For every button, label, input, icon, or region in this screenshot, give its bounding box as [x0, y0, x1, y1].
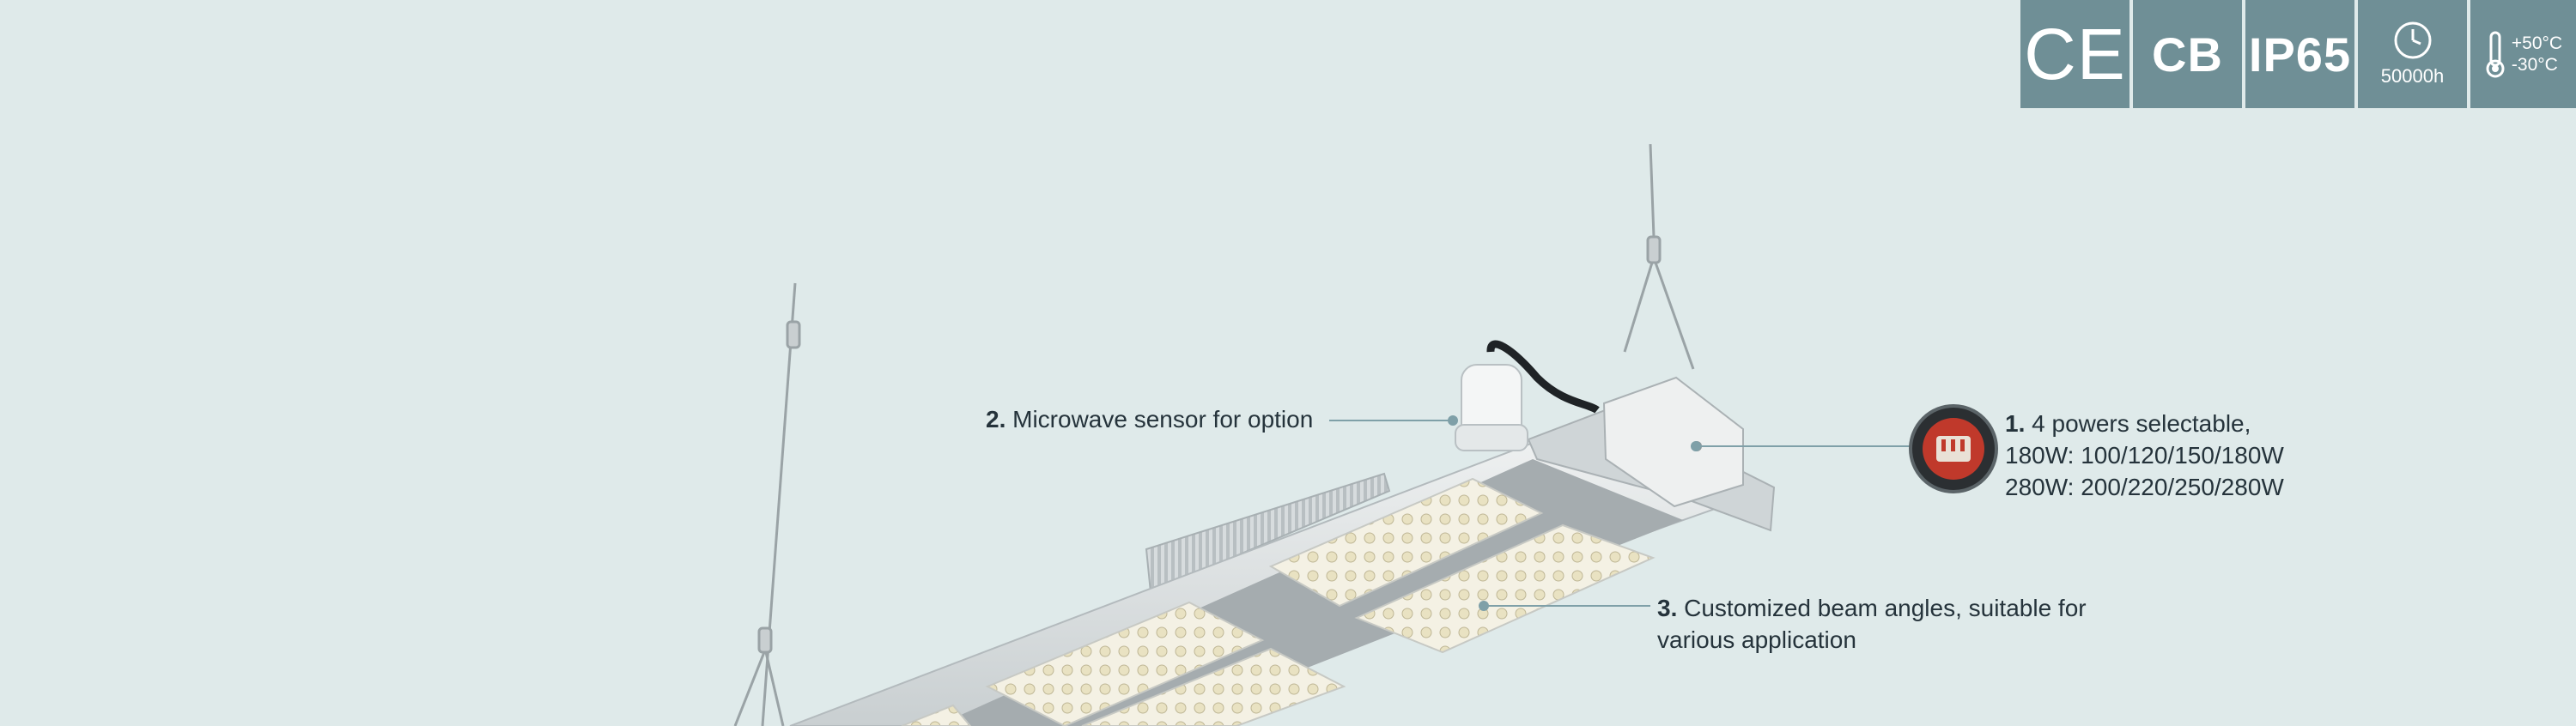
callout-line: 280W: 200/220/250/280W	[2005, 474, 2284, 500]
ce-badge: CE	[2020, 0, 2129, 108]
callout-number: 1.	[2005, 410, 2026, 437]
callout-number: 2.	[986, 406, 1006, 433]
callout-sensor: 2. Microwave sensor for option	[986, 403, 1313, 435]
callout-line: 4 powers selectable,	[2032, 410, 2251, 437]
temperature-range: +50°C -30°C	[2512, 33, 2562, 76]
ce-mark-icon: CE	[2024, 13, 2126, 94]
callout-power: 1. 4 powers selectable, 180W: 100/120/15…	[2005, 408, 2284, 503]
callout-line: Microwave sensor for option	[1012, 406, 1314, 433]
temp-max: +50°C	[2511, 33, 2563, 53]
thermometer-icon	[2486, 31, 2505, 78]
clock-icon	[2394, 21, 2431, 59]
ip-text: IP65	[2248, 27, 2352, 82]
temp-min: -30°C	[2511, 55, 2558, 75]
cb-badge: CB	[2133, 0, 2242, 108]
callout-number: 3.	[1657, 595, 1678, 621]
heat-sink	[1145, 472, 1391, 594]
microwave-sensor	[1455, 340, 1600, 451]
ip-rating-badge: IP65	[2245, 0, 2354, 108]
led-modules	[901, 477, 1656, 726]
callout-line: various application	[1657, 626, 1856, 653]
suspension-wire-right	[1623, 143, 1695, 370]
callout-beam: 3. Customized beam angles, suitable for …	[1657, 592, 2087, 656]
leader-lines	[1329, 415, 1915, 611]
callout-line: 180W: 100/120/150/180W	[2005, 442, 2284, 469]
cb-text: CB	[2152, 27, 2223, 82]
callout-line: Customized beam angles, suitable for	[1684, 595, 2087, 621]
lifetime-text: 50000h	[2380, 65, 2445, 87]
lifetime-badge: 50000h	[2358, 0, 2467, 108]
temperature-badge: +50°C -30°C	[2470, 0, 2576, 108]
suspension-wire-left	[733, 282, 801, 726]
power-selector-icon	[1909, 404, 1998, 493]
